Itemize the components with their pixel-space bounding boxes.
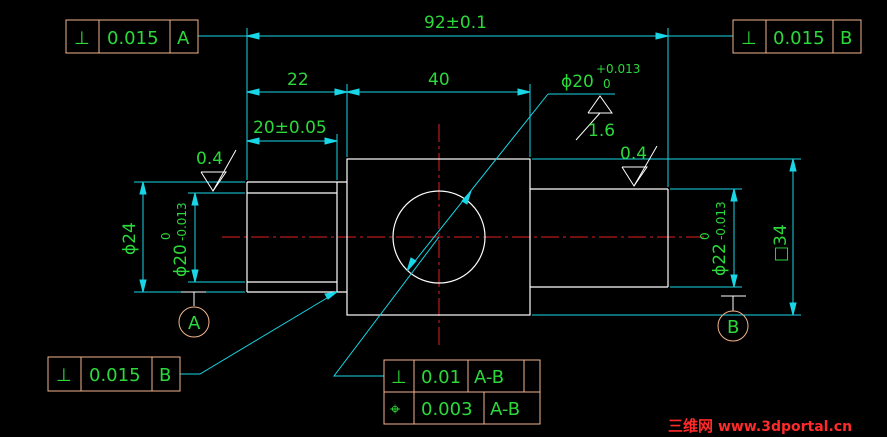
frame-top-left-value: 0.015: [107, 28, 159, 49]
frame-bottom-center-perp-datum: A-B: [474, 367, 504, 388]
leader-bottom-left-frame: [180, 291, 338, 375]
dim-hole-diameter: ϕ20: [561, 72, 594, 92]
dim-sq34-arrow-top: [789, 158, 797, 172]
hole-leader-arrow: [461, 190, 472, 205]
dim-overall-length: 92±0.1: [424, 13, 487, 33]
dim-40-arrow-right: [517, 88, 531, 96]
datum-a-label: A: [188, 313, 201, 334]
surface-finish-right-leg: [633, 145, 658, 187]
center-block: [346, 158, 531, 316]
dim-right-tol-lower: -0.013: [714, 201, 728, 240]
dim-left-shoulder: 20±0.05: [253, 118, 327, 138]
dim-20-arrow-left: [246, 137, 260, 145]
datum-b-circle: [717, 310, 749, 342]
dim-right-diameter: ϕ22: [710, 243, 730, 276]
surface-finish-hole-icon: [587, 95, 613, 114]
surface-finish-hole-value: 1.6: [588, 121, 615, 141]
dim-phi24-arrow-top: [139, 181, 147, 195]
dim-phi20-arrow-top: [191, 192, 199, 206]
dim-92-arrow-left: [246, 32, 260, 40]
dim-40-arrow-left: [346, 88, 360, 96]
dim-22-arrow-left: [246, 88, 260, 96]
surface-finish-hole-leg: [575, 112, 601, 141]
feature-control-frames: [47, 19, 862, 425]
frame-top-right-symbol: ⊥: [741, 28, 757, 49]
dim-square: □34: [771, 224, 791, 262]
surface-finish-right-icon: [621, 166, 648, 187]
datum-symbols: [181, 291, 746, 311]
centerlines: [222, 124, 705, 348]
frame-bottom-left-value: 0.015: [89, 365, 141, 386]
dimension-lines: [134, 28, 801, 377]
dim-92-arrow-right: [655, 32, 669, 40]
hole-leader-arrow-inner: [406, 257, 417, 272]
dim-phi20-arrow-bottom: [191, 269, 199, 283]
frame-top-right-value: 0.015: [773, 28, 825, 49]
dim-left-diameter-inner: ϕ20: [171, 244, 191, 277]
center-hole: [392, 190, 486, 284]
surface-finish-right-value: 0.4: [620, 144, 647, 164]
frame-bottom-left-datum: B: [159, 365, 171, 386]
frame-bottom-center-pos-datum: A-B: [490, 399, 520, 420]
dim-phi24-arrow-bottom: [139, 279, 147, 293]
dim-20-arrow-right: [324, 137, 338, 145]
surface-finish-left-leg: [212, 149, 237, 192]
datum-a-circle: [178, 306, 210, 338]
surface-finish-left-icon: [200, 171, 227, 192]
dim-sq34-arrow-bottom: [789, 302, 797, 316]
dim-phi22-arrow-bottom: [730, 274, 738, 288]
surface-finish-left-value: 0.4: [196, 149, 223, 169]
hole-leader: [406, 93, 549, 272]
frame-bottom-left-symbol: ⊥: [56, 365, 72, 386]
dim-hole-tol-lower: 0: [603, 77, 611, 91]
frame-bottom-center-pos-symbol: ⌖: [390, 399, 400, 420]
frame-bottom-left: [47, 356, 181, 392]
leader-bottom-left-arrow: [324, 291, 338, 300]
frame-bottom-center-perp-value: 0.01: [421, 367, 461, 388]
datum-b-label: B: [727, 317, 739, 338]
dim-22-arrow-right: [334, 88, 348, 96]
frame-bottom-center-perp-symbol: ⊥: [391, 367, 407, 388]
dim-left-diameter-outer: ϕ24: [120, 222, 140, 255]
dim-right-tol-upper: 0: [698, 232, 712, 240]
dim-phi22-arrow-top: [730, 188, 738, 202]
dim-left-length: 22: [287, 70, 309, 90]
part-outline: [246, 158, 669, 316]
frame-top-left-datum: A: [177, 28, 190, 49]
frame-top-left-symbol: ⊥: [74, 28, 90, 49]
dim-left-tol-upper: 0: [159, 232, 173, 240]
leader-bottom-center-frame: [332, 236, 440, 377]
frame-top-left: [65, 19, 199, 54]
watermark-url: www.3dportal.cn: [718, 419, 852, 435]
dim-left-tol-lower: -0.013: [175, 202, 189, 241]
frame-top-right-datum: B: [840, 28, 852, 49]
dim-hole-tol-upper: +0.013: [596, 62, 640, 76]
surface-finish-symbols: [200, 95, 658, 192]
frame-top-right: [732, 19, 862, 54]
dim-hole-position: 40: [428, 70, 450, 90]
watermark-cn: 三维网: [668, 417, 713, 435]
frame-bottom-center-pos-value: 0.003: [421, 399, 473, 420]
